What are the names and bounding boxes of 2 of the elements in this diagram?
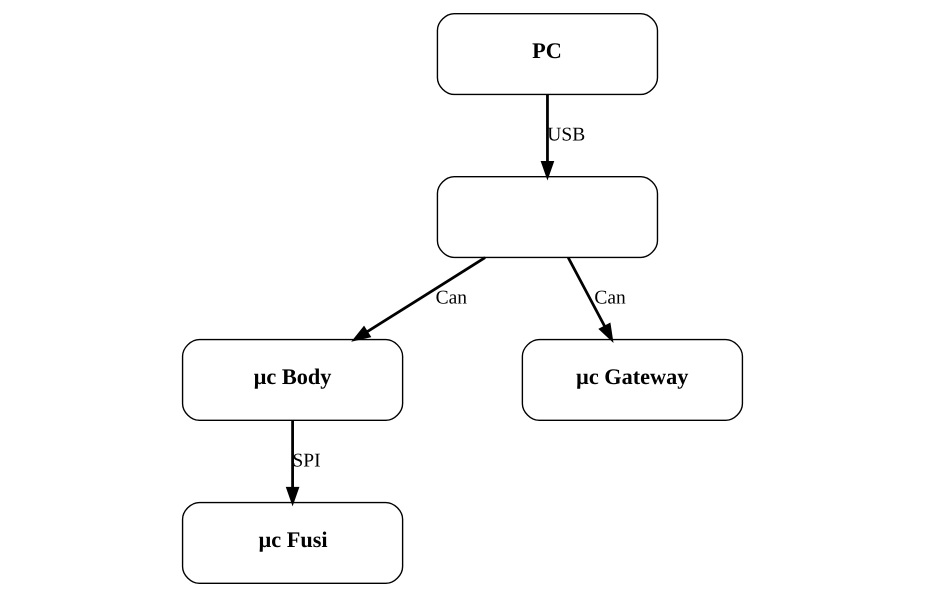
edge-label: Can xyxy=(436,288,468,309)
edge-label: Can xyxy=(594,288,626,309)
